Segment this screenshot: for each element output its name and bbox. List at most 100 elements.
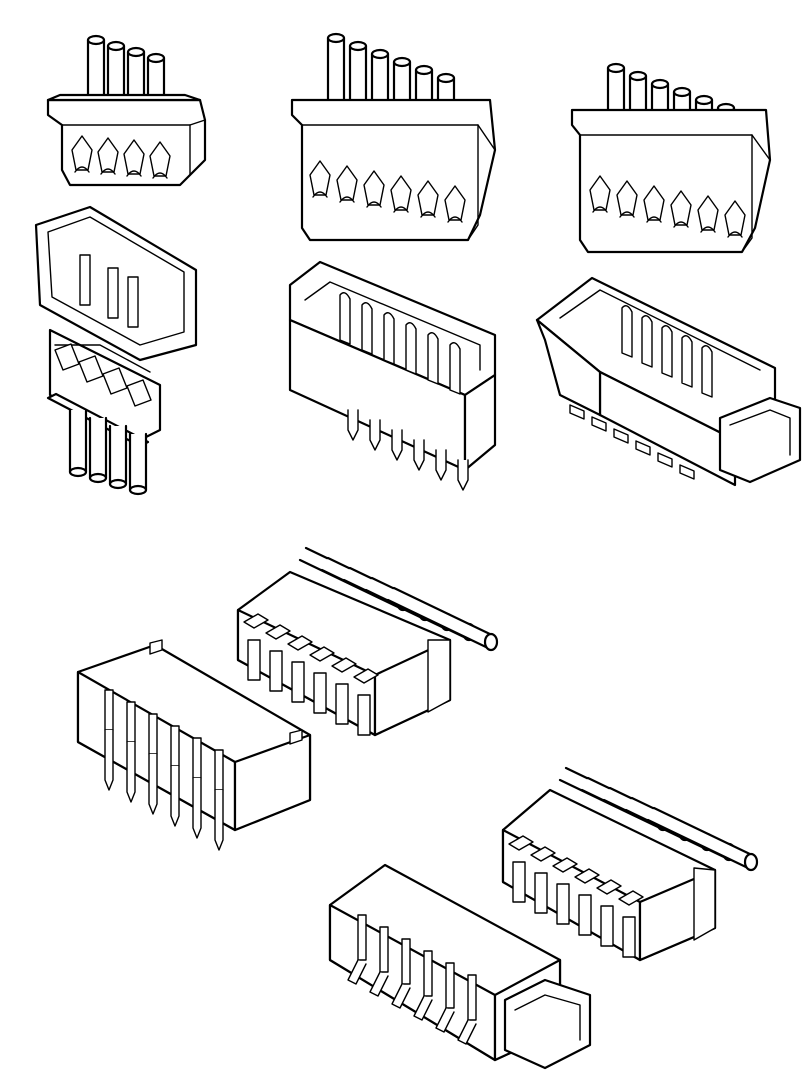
wire-end [414,64,434,76]
smt-foot [435,1007,455,1033]
pcb-leg [435,449,447,481]
contact-slot [622,916,636,958]
latch-tab [102,367,128,395]
latch-tab [54,343,80,371]
header-pin [405,322,417,375]
header-pin [661,325,673,378]
latch-slot [444,185,466,221]
header-pin [401,938,411,985]
wire-end [68,466,88,478]
pcb-leg [170,765,180,827]
contact-window [727,231,743,238]
wire-end [86,34,106,46]
header-pin [701,345,713,398]
smt-foot [569,404,585,420]
wire-end [326,32,346,44]
latch-tab [574,868,600,884]
contact-window [152,172,168,179]
latch-slot [697,195,719,231]
smt-foot [679,464,695,480]
header-pin [621,305,633,358]
header-pin [423,950,433,997]
latch-slot [149,141,171,177]
latch-tab [596,879,622,895]
latch-tab [126,379,152,407]
pcb-leg [391,429,403,461]
contact-slot [534,872,548,914]
latch-slot [643,185,665,221]
wire-end [743,852,759,872]
latch-slot [309,160,331,196]
smt-foot [613,428,629,444]
contact-window [700,226,716,233]
latch-slot [97,137,119,173]
latch-tab [78,355,104,383]
pcb-leg [104,729,114,791]
contact-slot [335,683,349,725]
latch-slot [123,139,145,175]
wire-end [146,52,166,64]
smt-foot [347,959,367,985]
contact-slot [357,694,371,736]
wire-end [392,56,412,68]
wire-end [694,94,714,106]
wire-end [128,484,148,496]
contact-slot [313,672,327,714]
latch-tab [530,846,556,862]
latch-slot [724,200,746,236]
latch-slot [363,170,385,206]
latch-tab [508,835,534,851]
contact-slot [578,894,592,936]
contact-window [74,166,90,173]
pcb-leg [457,459,469,491]
contact-slot [512,861,526,903]
pcb-leg [214,789,224,851]
contact-window [646,216,662,223]
latch-slot [589,175,611,211]
header-pin [641,315,653,368]
wire-end [108,478,128,490]
wire-end [370,48,390,60]
pcb-leg [148,753,158,815]
header-pin [467,974,477,1021]
contact-window [339,196,355,203]
smt-foot [457,1019,477,1045]
latch-tab [331,657,357,673]
contact-window [100,168,116,175]
wire-end [88,472,108,484]
latch-slot [417,180,439,216]
smt-foot [369,971,389,997]
contact-slot [600,905,614,947]
contact-window [126,170,142,177]
latch-slot [616,180,638,216]
contact-window [592,206,608,213]
contact-window [673,221,689,228]
header-pin [339,292,351,345]
pcb-leg [347,409,359,441]
contact-window [619,211,635,218]
wire-end [672,86,692,98]
latch-tab [353,668,379,684]
contact-slot [247,639,261,681]
wire-end [628,70,648,82]
header-pin [357,914,367,961]
smt-foot [391,983,411,1009]
latch-tab [552,857,578,873]
header-pin [449,342,461,395]
contact-window [366,201,382,208]
wire-end [483,632,499,652]
latch-slot [390,175,412,211]
latch-slot [71,135,93,171]
latch-tab [243,613,269,629]
contact-window [312,191,328,198]
header-pin [383,312,395,365]
latch-slot [336,165,358,201]
